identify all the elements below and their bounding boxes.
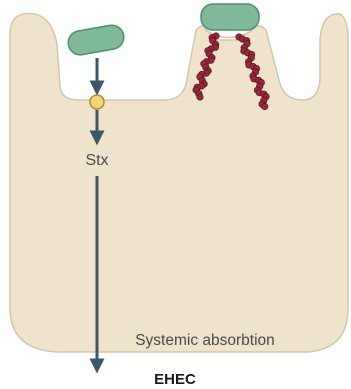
- actin-bead: [197, 94, 203, 100]
- systemic-absorption-label: Systemic absorbtion: [135, 332, 275, 349]
- epithelial-cell: [10, 13, 348, 352]
- bacterium-attached: [201, 4, 259, 30]
- bacterium-free: [66, 23, 125, 56]
- stx-label: Stx: [85, 152, 108, 169]
- ehec-title: EHEC: [154, 371, 196, 388]
- actin-bead: [262, 103, 268, 109]
- receptor-dot: [90, 95, 104, 109]
